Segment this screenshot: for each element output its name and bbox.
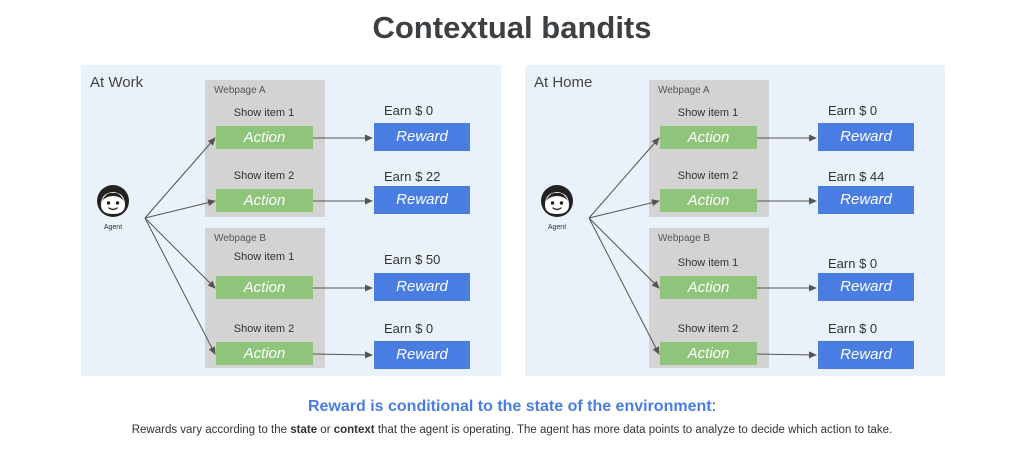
reward-box: Reward (818, 273, 914, 301)
reward-box: Reward (374, 341, 470, 369)
caption-headline: Reward is conditional to the state of th… (0, 398, 1024, 416)
agent-to-action-arrow (144, 217, 216, 355)
agent: Agent (537, 184, 577, 231)
show-item-label: Show item 2 (677, 323, 739, 335)
action-to-reward-arrow (312, 351, 373, 359)
reward-box: Reward (374, 123, 470, 151)
panel-at-work: At Work Webpage A Webpage B Show item 1 … (81, 65, 501, 376)
reward-box: Reward (374, 273, 470, 301)
agent-to-action-arrow (144, 199, 216, 219)
show-item-label: Show item 2 (677, 170, 739, 182)
reward-box: Reward (818, 123, 914, 151)
show-item-label: Show item 1 (233, 251, 295, 263)
agent-face-icon (97, 185, 129, 217)
caption-text: that the agent is operating. The agent h… (374, 424, 893, 436)
agent-face-icon (541, 185, 573, 217)
action-box: Action (216, 189, 313, 212)
caption-text: Rewards vary according to the (131, 424, 291, 436)
agent-to-action-arrow (144, 137, 216, 219)
earn-label: Earn $ 0 (828, 256, 878, 271)
caption-state: state (290, 424, 318, 436)
panel-at-home: At Home Webpage A Webpage B Show item 1 … (525, 65, 945, 376)
agent-to-action-arrow (588, 217, 660, 289)
earn-label: Earn $ 22 (384, 169, 441, 184)
webpage-label: Webpage B (658, 233, 711, 244)
earn-label: Earn $ 0 (384, 321, 434, 336)
earn-label: Earn $ 0 (384, 103, 434, 118)
panel-label: At Work (90, 74, 144, 91)
caption-text: or (317, 424, 334, 436)
page-title: Contextual bandits (372, 10, 652, 45)
show-item-label: Show item 1 (233, 107, 295, 119)
reward-box: Reward (818, 186, 914, 214)
action-box: Action (216, 342, 313, 365)
panel-label: At Home (534, 74, 593, 91)
action-box: Action (660, 342, 757, 365)
agent-label: Agent (547, 224, 567, 231)
action-box: Action (660, 189, 757, 212)
show-item-label: Show item 1 (677, 107, 739, 119)
agent-to-action-arrow (144, 217, 216, 289)
agent: Agent (93, 184, 133, 231)
show-item-label: Show item 2 (233, 323, 295, 335)
caption-colon: : (711, 398, 717, 415)
webpage-label: Webpage A (658, 85, 710, 96)
action-box: Action (216, 276, 313, 299)
caption-headline-text: Reward is conditional to the state of th… (307, 398, 712, 415)
webpage-label: Webpage A (214, 85, 266, 96)
agent-to-action-arrow (588, 199, 660, 219)
action-box: Action (660, 276, 757, 299)
agent-to-action-arrow (588, 137, 660, 219)
show-item-label: Show item 2 (233, 170, 295, 182)
show-item-label: Show item 1 (677, 257, 739, 269)
caption-description: Rewards vary according to the state or c… (0, 424, 1024, 436)
caption-context: context (333, 424, 375, 436)
action-box: Action (660, 126, 757, 149)
earn-label: Earn $ 0 (828, 321, 878, 336)
earn-label: Earn $ 0 (828, 103, 878, 118)
earn-label: Earn $ 44 (828, 169, 885, 184)
action-to-reward-arrow (756, 351, 817, 359)
reward-box: Reward (818, 341, 914, 369)
webpage-label: Webpage B (214, 233, 267, 244)
agent-label: Agent (103, 224, 123, 231)
action-box: Action (216, 126, 313, 149)
earn-label: Earn $ 50 (384, 252, 441, 267)
agent-to-action-arrow (588, 217, 660, 355)
reward-box: Reward (374, 186, 470, 214)
